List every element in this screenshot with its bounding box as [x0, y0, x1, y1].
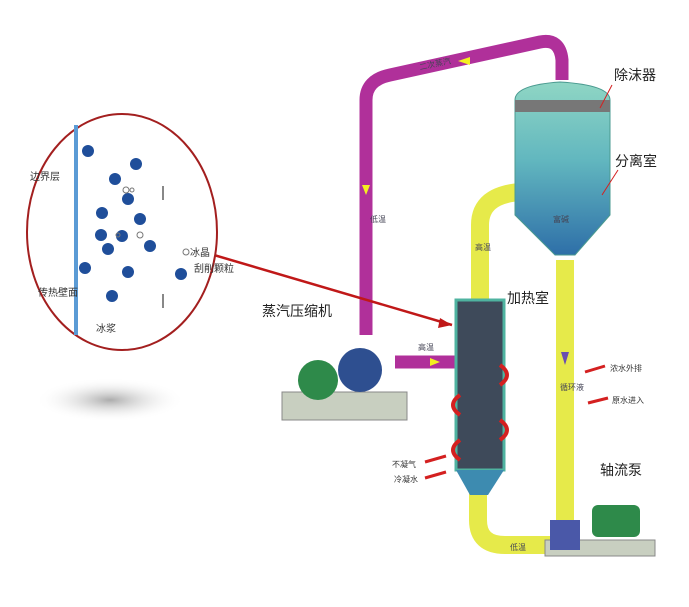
heater-label: 加热室 [507, 290, 549, 307]
heater-cone [456, 470, 504, 495]
flow-arrow-icon [362, 185, 370, 195]
condensate-label: 冷凝水 [394, 474, 418, 484]
low-temp-label: 低温 [370, 214, 386, 224]
flow-arrow-icon [561, 352, 569, 365]
baffle-loops [451, 363, 509, 462]
callout-arrowhead [438, 318, 452, 328]
separator-label: 分离室 [615, 153, 657, 170]
liquid-return-pipe [471, 183, 521, 300]
high-temp-label-2: 高温 [475, 242, 491, 252]
particles [79, 145, 187, 302]
outflow-arrow [424, 470, 447, 480]
compressor-motor [298, 360, 338, 400]
demister-label: 除沫器 [614, 68, 656, 84]
ice-slurry-label: 冰浆 [96, 322, 116, 335]
noncondensable-label: 不凝气 [392, 459, 416, 469]
compressor-body [338, 348, 382, 392]
pump-label: 轴流泵 [600, 463, 642, 479]
circulating-label: 循环液 [560, 382, 584, 392]
concentrate-out-label: 浓水外排 [610, 363, 642, 373]
low-temp-label-2: 低温 [510, 542, 526, 552]
pump-body [550, 520, 580, 550]
rich-liquid-label: 富碱 [553, 214, 569, 224]
leader-line [599, 84, 613, 109]
callout-line [213, 253, 453, 327]
inflow-arrow [587, 396, 609, 405]
compressor-base [281, 391, 408, 421]
heating-chamber [454, 298, 506, 472]
raw-in-label: 原水进入 [612, 395, 644, 405]
bottom-pipe [469, 480, 555, 554]
ice-crystals [115, 186, 190, 256]
flow-arrow-icon [458, 57, 470, 65]
heat-transfer-wall [74, 125, 78, 335]
compressor-label: 蒸汽压缩机 [262, 304, 332, 320]
heat-wall-label: 传热壁面 [38, 286, 78, 299]
demister [515, 100, 610, 112]
flow-arrow-icon [430, 358, 440, 366]
steam-pipe [359, 34, 569, 335]
separator-vessel [514, 81, 611, 256]
leader-line [601, 169, 619, 196]
outflow-arrow [584, 364, 606, 374]
high-temp-label: 高温 [418, 342, 434, 352]
outflow-arrow [424, 454, 447, 464]
pump-motor [592, 505, 640, 537]
boundary-layer-label: 边界层 [30, 171, 60, 183]
scraped-particle-label: 刮削颗粒 [194, 262, 234, 275]
ice-crystal-label: 冰晶 [190, 246, 210, 259]
shadow [35, 378, 185, 422]
